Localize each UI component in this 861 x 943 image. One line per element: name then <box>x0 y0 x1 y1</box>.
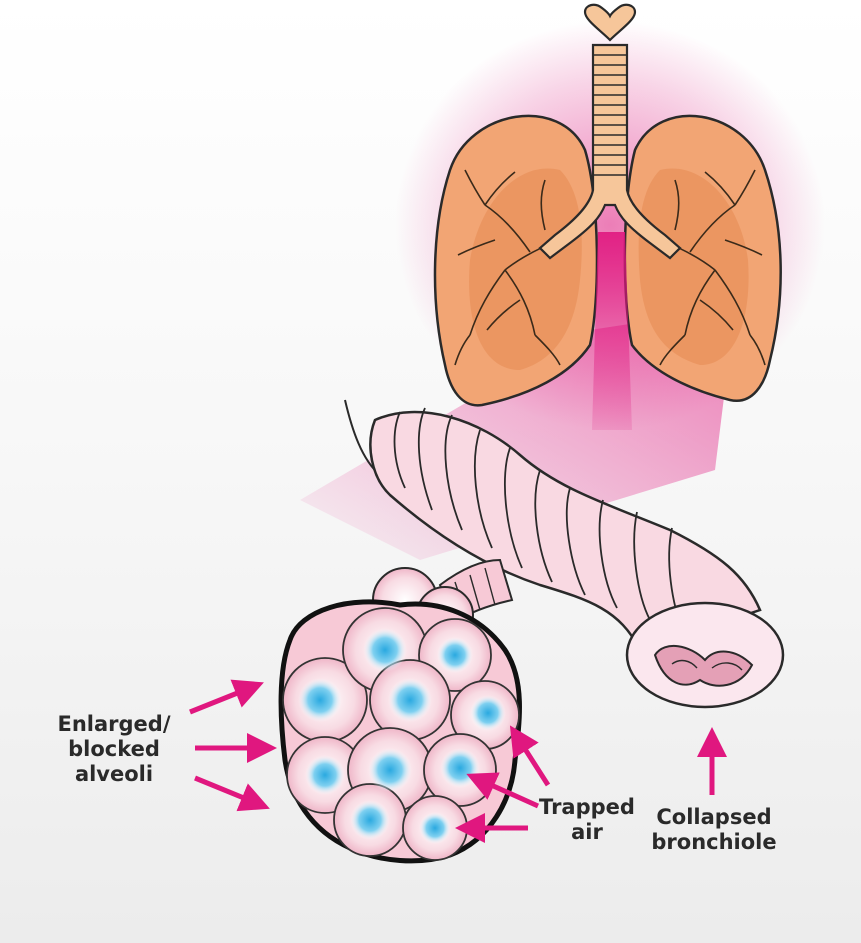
label-trapped-air: Trapped air <box>532 795 642 845</box>
focus-beam <box>592 232 632 430</box>
label-alveoli-line3: alveoli <box>44 762 184 787</box>
label-bronchiole-line2: bronchiole <box>640 830 788 855</box>
label-enlarged-alveoli: Enlarged/ blocked alveoli <box>44 712 184 787</box>
label-alveoli-line2: blocked <box>44 737 184 762</box>
arrow-alveoli-lower <box>195 778 256 803</box>
alveoli-cluster <box>281 602 519 861</box>
label-bronchiole-line1: Collapsed <box>640 805 788 830</box>
label-trapped-air-line1: Trapped <box>532 795 642 820</box>
label-collapsed-bronchiole: Collapsed bronchiole <box>640 805 788 855</box>
arrow-trapped-air-upper <box>518 738 548 785</box>
label-alveoli-line1: Enlarged/ <box>44 712 184 737</box>
arrow-alveoli-upper <box>190 688 250 712</box>
label-trapped-air-line2: air <box>532 820 642 845</box>
